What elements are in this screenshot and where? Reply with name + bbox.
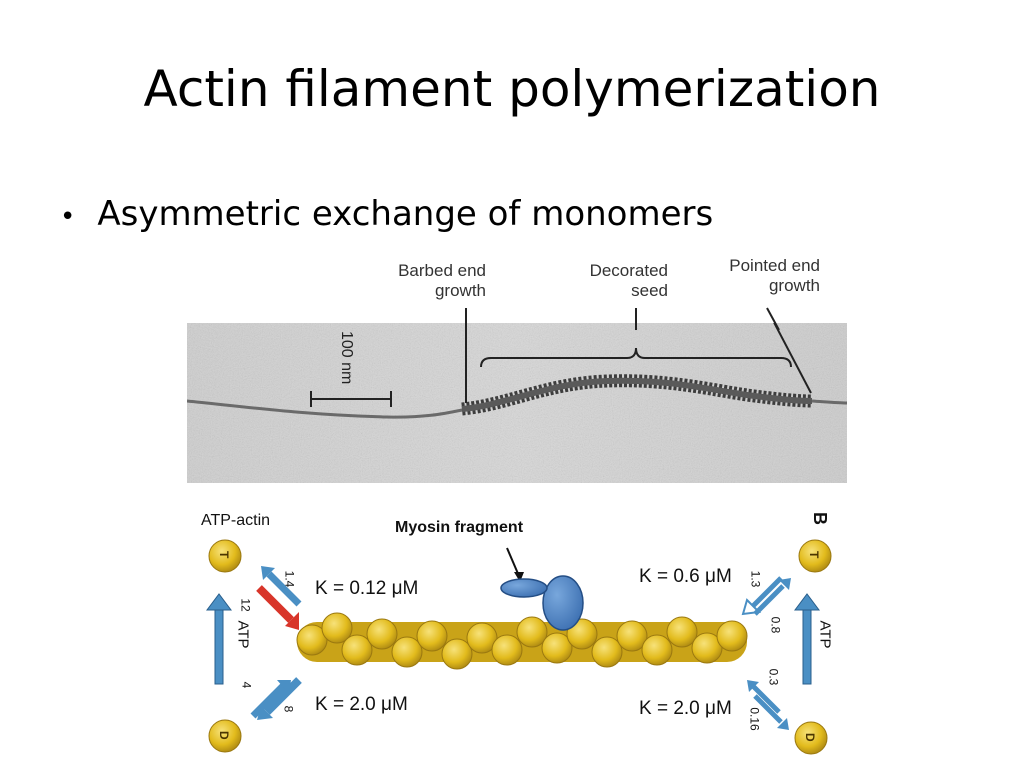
right-top-monomer-icon: T bbox=[798, 539, 832, 573]
barbed-end-label: Barbed end growth bbox=[380, 261, 486, 302]
right-bottom-off-arrow-icon bbox=[753, 694, 789, 730]
rate-right-1: 1.3 bbox=[748, 570, 763, 588]
atp-actin-label: ATP-actin bbox=[201, 512, 271, 529]
right-atp-arrow-icon bbox=[794, 593, 820, 685]
decorated-seed-label: Decorated seed bbox=[570, 261, 668, 302]
k-right-bottom: K = 2.0 μM bbox=[639, 698, 732, 719]
bullet-item: • Asymmetric exchange of monomers bbox=[60, 194, 713, 234]
rate-right-3: 0.3 bbox=[766, 668, 781, 686]
kinetics-svg: T D T D bbox=[206, 539, 832, 755]
k-right-top: K = 0.6 μM bbox=[639, 566, 732, 587]
electron-micrograph: 100 nm bbox=[187, 323, 847, 483]
left-top-monomer-icon: T bbox=[208, 539, 242, 573]
pointed-end-line-2: growth bbox=[768, 276, 820, 296]
slide-title: Actin filament polymerization bbox=[143, 60, 881, 118]
pointed-end-label: Pointed end growth bbox=[708, 256, 820, 297]
right-bottom-on-arrow-icon bbox=[747, 680, 781, 714]
kinetics-diagram: T D T D bbox=[187, 490, 847, 768]
scale-bar-label: 100 nm bbox=[338, 331, 355, 384]
atp-left-label: ATP bbox=[234, 620, 252, 649]
micrograph-svg: 100 nm bbox=[187, 323, 847, 483]
rate-left-1: 1.4 bbox=[282, 570, 297, 588]
svg-text:T: T bbox=[807, 551, 821, 559]
k-left-bottom: K = 2.0 μM bbox=[315, 694, 408, 715]
rate-right-2: 0.8 bbox=[768, 616, 783, 634]
decorated-seed-line-2: seed bbox=[631, 281, 668, 301]
left-bottom-off-arrow-icon bbox=[257, 677, 302, 720]
decorated-seed-line-1: Decorated bbox=[589, 261, 668, 280]
right-bottom-monomer-icon: D bbox=[794, 721, 828, 755]
svg-text:D: D bbox=[803, 733, 817, 742]
rate-left-2: 12 bbox=[238, 598, 253, 612]
left-top-off-arrow-icon bbox=[261, 566, 302, 607]
left-bottom-monomer-icon: D bbox=[208, 719, 242, 753]
actin-filament bbox=[296, 612, 748, 670]
bullet-dot-icon: • bbox=[60, 202, 76, 232]
myosin-fragment-label: Myosin fragment bbox=[395, 519, 524, 536]
rate-right-4: 0.16 bbox=[747, 707, 762, 731]
barbed-end-line-2: growth bbox=[434, 281, 486, 301]
pointer-lines bbox=[465, 307, 780, 330]
rate-left-4: 8 bbox=[281, 705, 296, 713]
bullet-text: Asymmetric exchange of monomers bbox=[97, 194, 714, 234]
pointed-end-line-1: Pointed end bbox=[729, 256, 820, 275]
atp-right-label: ATP bbox=[816, 620, 834, 649]
right-top-off-arrow-icon bbox=[753, 578, 791, 616]
myosin-fragment bbox=[500, 547, 584, 631]
svg-text:T: T bbox=[217, 551, 231, 559]
left-atp-arrow-icon bbox=[206, 593, 232, 685]
left-top-on-arrow-icon bbox=[256, 585, 299, 630]
barbed-end-line-1: Barbed end bbox=[398, 261, 486, 280]
k-left-top: K = 0.12 μM bbox=[315, 578, 419, 599]
rate-left-3: 4 bbox=[239, 681, 254, 689]
svg-text:D: D bbox=[217, 731, 231, 740]
panel-letter-b: B bbox=[810, 512, 830, 525]
